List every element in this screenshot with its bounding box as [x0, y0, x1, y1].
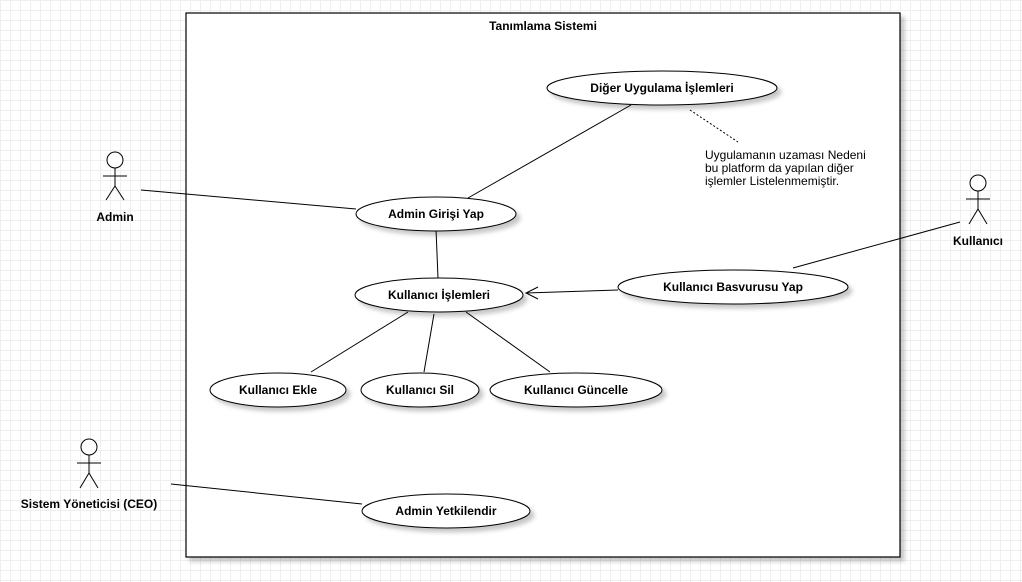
- note: Uygulamanın uzaması Nedeni bu platform d…: [705, 148, 866, 188]
- use-case-label: Admin Yetkilendir: [395, 504, 496, 518]
- note-line: işlemler Listelenmemiştir.: [705, 174, 839, 188]
- use-case-kullanici-guncelle[interactable]: Kullanıcı Güncelle: [489, 372, 663, 408]
- use-case-label: Admin Girişi Yap: [388, 207, 484, 221]
- actor-admin[interactable]: Admin: [96, 151, 134, 224]
- actor-head: [80, 438, 98, 456]
- actor-label: Kullanıcı: [953, 234, 1003, 248]
- actor-ceo[interactable]: Sistem Yöneticisi (CEO): [21, 438, 157, 511]
- use-case-admin-girisi[interactable]: Admin Girişi Yap: [355, 196, 517, 232]
- assoc-basvuru-islemler: [525, 289, 619, 294]
- assoc-giris-islemler: [435, 228, 439, 279]
- actor-label: Admin: [96, 210, 133, 224]
- assoc-kullanici-basvuru: [792, 221, 961, 269]
- system-title: Tanımlama Sistemi: [489, 19, 597, 33]
- use-case-label: Kullanıcı Ekle: [239, 383, 317, 397]
- actor-head: [106, 151, 124, 169]
- use-case-kullanici-basvurusu[interactable]: Kullanıcı Basvurusu Yap: [617, 269, 849, 305]
- use-case-label: Kullanıcı Güncelle: [524, 383, 628, 397]
- arrowhead-islemler: [524, 286, 539, 300]
- use-case-admin-yetkilendir[interactable]: Admin Yetkilendir: [361, 493, 531, 529]
- use-case-label: Diğer Uygulama İşlemleri: [590, 80, 733, 95]
- assoc-islemler-guncelle: [465, 311, 551, 373]
- use-case-label: Kullanıcı Basvurusu Yap: [663, 280, 803, 294]
- use-case-diger-islemler[interactable]: Diğer Uygulama İşlemleri: [546, 70, 778, 106]
- assoc-giris-diger: [467, 104, 632, 199]
- use-case-kullanici-islemleri[interactable]: Kullanıcı İşlemleri: [354, 277, 524, 313]
- use-case-label: Kullanıcı Sil: [386, 383, 454, 397]
- actor-head: [969, 174, 987, 192]
- note-line: Uygulamanın uzaması Nedeni: [705, 148, 866, 162]
- actor-label: Sistem Yöneticisi (CEO): [21, 497, 157, 511]
- associations: [140, 104, 961, 505]
- use-case-kullanici-sil[interactable]: Kullanıcı Sil: [360, 372, 480, 408]
- use-case-kullanici-ekle[interactable]: Kullanıcı Ekle: [209, 372, 347, 408]
- assoc-islemler-sil: [423, 313, 435, 373]
- assoc-ceo-yetkilendir: [170, 483, 363, 505]
- assoc-admin-giris: [140, 189, 357, 210]
- note-anchor-line: [689, 109, 739, 143]
- assoc-islemler-ekle: [310, 311, 409, 373]
- use-case-label: Kullanıcı İşlemleri: [388, 287, 490, 302]
- actor-kullanici[interactable]: Kullanıcı: [953, 174, 1003, 248]
- note-line: bu platform da yapılan diğer: [705, 161, 854, 175]
